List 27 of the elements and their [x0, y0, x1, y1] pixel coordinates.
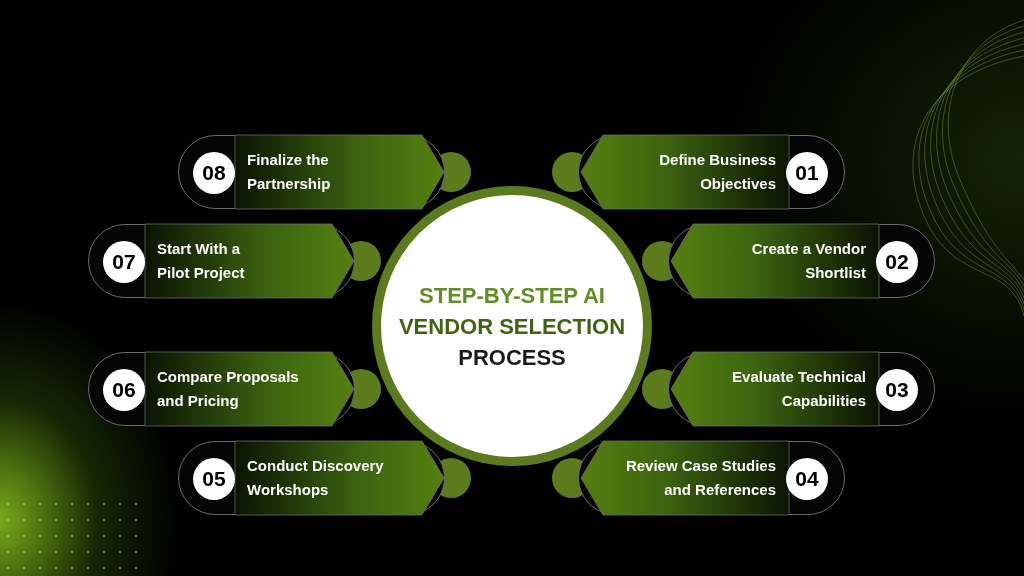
title-text: STEP-BY-STEP AI: [419, 281, 605, 310]
step-number: 03: [876, 369, 918, 411]
step-number: 08: [193, 152, 235, 194]
step-label: Finalize the Partnership: [247, 150, 332, 194]
step-number: 02: [876, 241, 918, 283]
step-label: Review Case Studies and References: [624, 456, 776, 500]
step-card: [578, 441, 845, 515]
step-label: Compare Proposals and Pricing: [157, 367, 300, 411]
step-label: Evaluate Technical Capabilities: [731, 367, 866, 411]
step-number: 01: [786, 152, 828, 194]
title-text: PROCESS: [458, 343, 566, 372]
step-label: Create a Vendor Shortlist: [750, 239, 866, 283]
step-card: [178, 135, 445, 209]
step-number: 07: [103, 241, 145, 283]
step-label: Start With a Pilot Project: [157, 239, 246, 283]
step-label: Conduct Discovery Workshops: [247, 456, 385, 500]
step-number: 04: [786, 458, 828, 500]
step-card: [88, 352, 355, 426]
step-card: [668, 352, 935, 426]
step-card: [178, 441, 445, 515]
step-card: [668, 224, 935, 298]
step-number: 05: [193, 458, 235, 500]
step-number: 06: [103, 369, 145, 411]
title-text: VENDOR SELECTION: [398, 312, 626, 341]
step-card: [88, 224, 355, 298]
step-label: Define Business Objectives: [658, 150, 776, 194]
step-card: [578, 135, 845, 209]
